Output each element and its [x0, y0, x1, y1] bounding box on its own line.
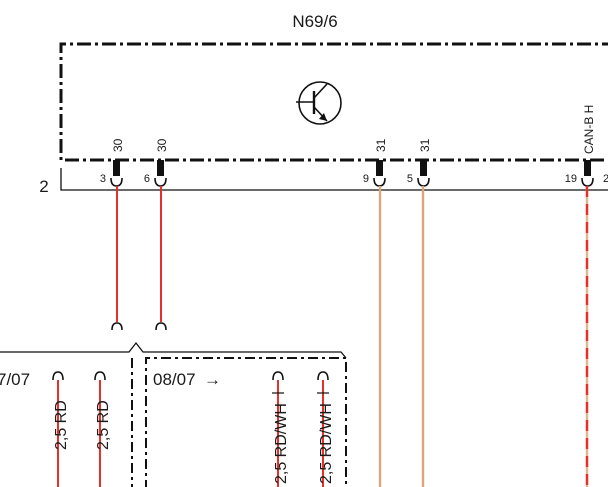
branch-brace [0, 341, 347, 359]
lower-wire-1: 2,5 RD [52, 371, 70, 487]
wire-label: 2,5 RD/WH [318, 403, 335, 484]
wire-label: 2,5 RD [53, 400, 70, 450]
pin-number: 19 [565, 173, 577, 185]
pin-terminal: 31 [418, 138, 432, 152]
wire-label: 2,5 RD/WH [273, 403, 290, 484]
pin-2: 2 [603, 173, 608, 185]
variant-left-year: 7/07 [0, 370, 30, 389]
pin-number: 9 [363, 173, 369, 185]
lower-wire-2: 2,5 RD [94, 371, 112, 487]
variant-box-outline [145, 357, 347, 487]
pin-number: 2 [603, 173, 608, 185]
pin-19: CAN-B H 19 [565, 105, 596, 187]
lower-wire-3: 2,5 RD/WH [272, 371, 290, 487]
pin-terminal: CAN-B H [582, 105, 596, 154]
module-title: N69/6 [292, 12, 337, 31]
variant-right-year: 08/07 [153, 370, 196, 389]
pin-number: 6 [144, 173, 150, 185]
pin-number: 3 [100, 173, 106, 185]
lower-wire-4: 2,5 RD/WH [317, 371, 335, 487]
pin-terminal: 30 [155, 138, 169, 152]
pin-9: 31 9 [363, 138, 388, 187]
pin-3: 30 3 [100, 138, 125, 187]
pin-terminal: 30 [111, 138, 125, 152]
pin-number: 5 [407, 173, 413, 185]
transistor-icon [296, 81, 342, 125]
pin-terminal: 31 [374, 138, 388, 152]
wire-break-symbol [111, 322, 123, 331]
module-outline [59, 42, 608, 162]
pin-6: 30 6 [144, 138, 169, 187]
connector-label: 2 [39, 177, 48, 196]
variant-arrow: → [204, 370, 221, 389]
pin-5: 31 5 [407, 138, 432, 187]
connector-strip [60, 168, 608, 191]
wire-label: 2,5 RD [95, 400, 112, 450]
wire-break-symbol [155, 322, 167, 331]
